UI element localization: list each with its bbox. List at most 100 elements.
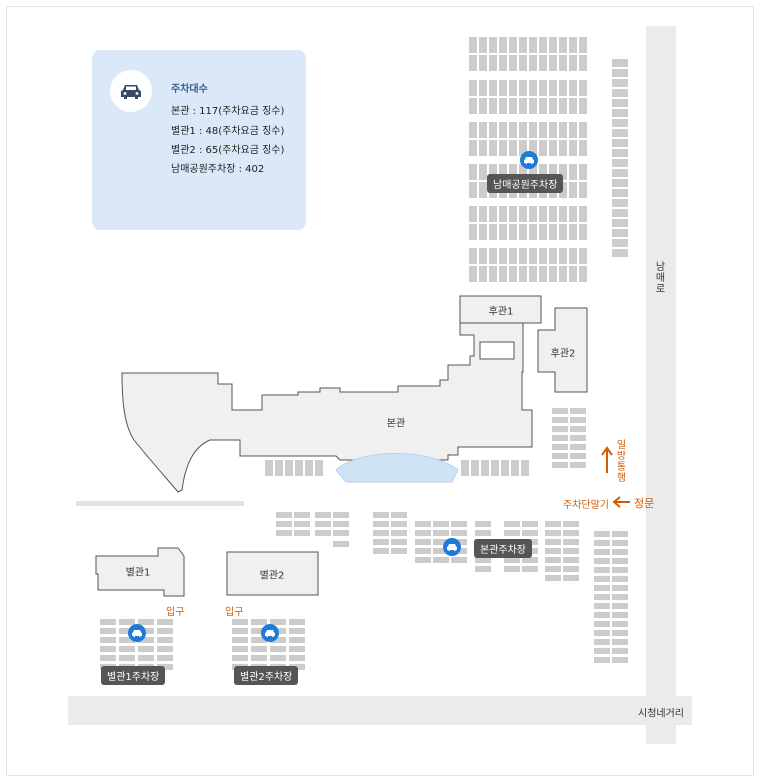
parking-stall [479,80,487,96]
parking-stall [333,521,349,527]
parking-stall [499,164,507,180]
parking-stall [539,248,547,264]
parking-stall [529,80,537,96]
parking-stall [570,408,586,414]
parking-stall [522,521,538,527]
parking-stall [563,575,579,581]
parking-stall [451,521,467,527]
badge-annex1-lot[interactable]: 별관1주차장 [101,666,166,685]
parking-stall [545,530,561,536]
parking-stall [138,646,154,652]
parking-stall [612,540,628,546]
parking-stall [475,566,491,572]
parking-stall [475,530,491,536]
parking-stall [157,619,173,625]
parking-stall [294,530,310,536]
parking-pin-park[interactable] [520,151,538,169]
parking-stall [529,37,537,53]
parking-stall [552,435,568,441]
entrance-annex2: 입구 [225,607,244,618]
parking-stall [529,140,537,156]
one-way-label: 일방통행 [616,440,628,484]
parking-stall [594,639,610,645]
parking-stall [545,539,561,545]
parking-stall [415,548,431,554]
parking-stall [549,164,557,180]
parking-stall [499,98,507,114]
parking-stall [559,224,567,240]
road-bottom [68,696,692,725]
parking-stall [579,224,587,240]
parking-stall [333,530,349,536]
parking-stall [499,140,507,156]
parking-stall [579,182,587,198]
parking-stall [475,521,491,527]
parking-stall [100,655,116,661]
parking-stall [519,206,527,222]
parking-stall [294,512,310,518]
parking-stall [549,224,557,240]
parking-stall [469,140,477,156]
parking-stall [415,521,431,527]
parking-stall [509,37,517,53]
parking-stall [552,408,568,414]
parking-stall [469,248,477,264]
parking-stall [539,206,547,222]
parking-pin-annex1[interactable] [128,624,146,642]
parking-stall [276,521,292,527]
parking-stall [251,646,267,652]
parking-stall [552,444,568,450]
parking-stall [509,206,517,222]
car-icon-badge [110,70,152,112]
parking-stall [138,619,154,625]
parking-stall [594,648,610,654]
parking-stall [529,122,537,138]
parking-stall [559,248,567,264]
parking-stall [469,224,477,240]
parking-stall [549,266,557,282]
parking-stall [552,462,568,468]
parking-stall [545,548,561,554]
parking-stall [475,557,491,563]
parking-stall [594,540,610,546]
parking-stall [519,80,527,96]
parking-stall [499,80,507,96]
parking-stall [559,140,567,156]
parking-stall [491,460,499,476]
parking-stall [289,646,305,652]
parking-pin-annex2[interactable] [261,624,279,642]
badge-park-lot[interactable]: 남매공원주차장 [487,174,564,193]
parking-stall [509,224,517,240]
parking-stall [521,460,529,476]
parking-stall [509,164,517,180]
parking-stall [315,530,331,536]
parking-stall [569,248,577,264]
badge-main-lot[interactable]: 본관주차장 [474,539,532,558]
parking-stall [612,219,628,227]
parking-stall [157,628,173,634]
parking-stall [373,521,389,527]
parking-stall [391,512,407,518]
parking-stall [519,224,527,240]
parking-stall [479,55,487,71]
parking-stall [612,69,628,77]
parking-stall [232,628,248,634]
parking-stall [479,182,487,198]
parking-stall [489,122,497,138]
parking-stall [295,460,303,476]
parking-stall [138,637,154,643]
parking-stall [570,453,586,459]
parking-stall [552,426,568,432]
parking-stall [479,140,487,156]
parking-stall [509,122,517,138]
parking-stall [549,80,557,96]
parking-stall [305,460,313,476]
parking-pin-main[interactable] [443,538,461,556]
parking-stall [157,655,173,661]
parking-stall [559,206,567,222]
badge-annex2-lot[interactable]: 별관2주차장 [234,666,299,685]
road-nammae-ro [646,26,676,744]
parking-stall [504,521,520,527]
parking-stall [545,575,561,581]
parking-stall [479,122,487,138]
